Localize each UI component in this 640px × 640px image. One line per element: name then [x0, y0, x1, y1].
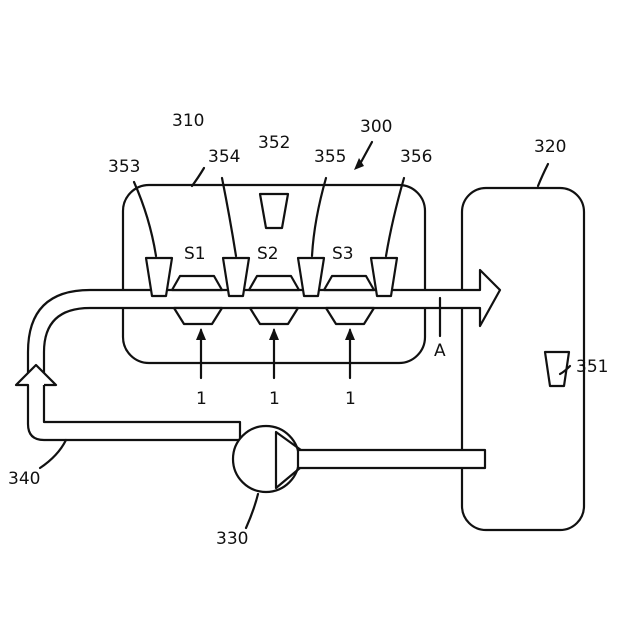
label-340: 340 [8, 469, 40, 489]
nozzle-352 [260, 194, 288, 228]
station-s3-upper [324, 276, 374, 290]
input-arrow-1 [196, 328, 206, 378]
input-arrow-3 [345, 328, 355, 378]
label-352: 352 [258, 133, 290, 153]
label-input-1c: 1 [345, 389, 356, 409]
station-s1-upper [172, 276, 222, 290]
leader-300 [360, 142, 372, 164]
leader-310 [192, 168, 204, 186]
leader-330 [246, 494, 258, 528]
leader-354 [222, 178, 236, 256]
station-1-lower [174, 308, 222, 324]
label-353: 353 [108, 157, 140, 177]
tank-outlet-pipe [298, 450, 485, 468]
label-354: 354 [208, 147, 240, 167]
label-s2: S2 [257, 244, 279, 264]
label-s1: S1 [184, 244, 206, 264]
input-arrow-2 [269, 328, 279, 378]
label-input-1a: 1 [196, 389, 207, 409]
label-330: 330 [216, 529, 248, 549]
label-input-1b: 1 [269, 389, 280, 409]
label-355: 355 [314, 147, 346, 167]
station-s2-upper [249, 276, 299, 290]
label-351: 351 [576, 357, 608, 377]
station-2-lower [250, 308, 298, 324]
leader-355 [312, 178, 326, 256]
label-300: 300 [360, 117, 392, 137]
label-320: 320 [534, 137, 566, 157]
leader-356 [386, 178, 404, 256]
label-s3: S3 [332, 244, 354, 264]
label-356: 356 [400, 147, 432, 167]
label-310: 310 [172, 111, 204, 131]
leader-340 [40, 440, 66, 468]
leader-353 [134, 182, 156, 256]
label-flow-a: A [434, 341, 446, 361]
leader-320 [538, 164, 548, 186]
station-3-lower [326, 308, 374, 324]
